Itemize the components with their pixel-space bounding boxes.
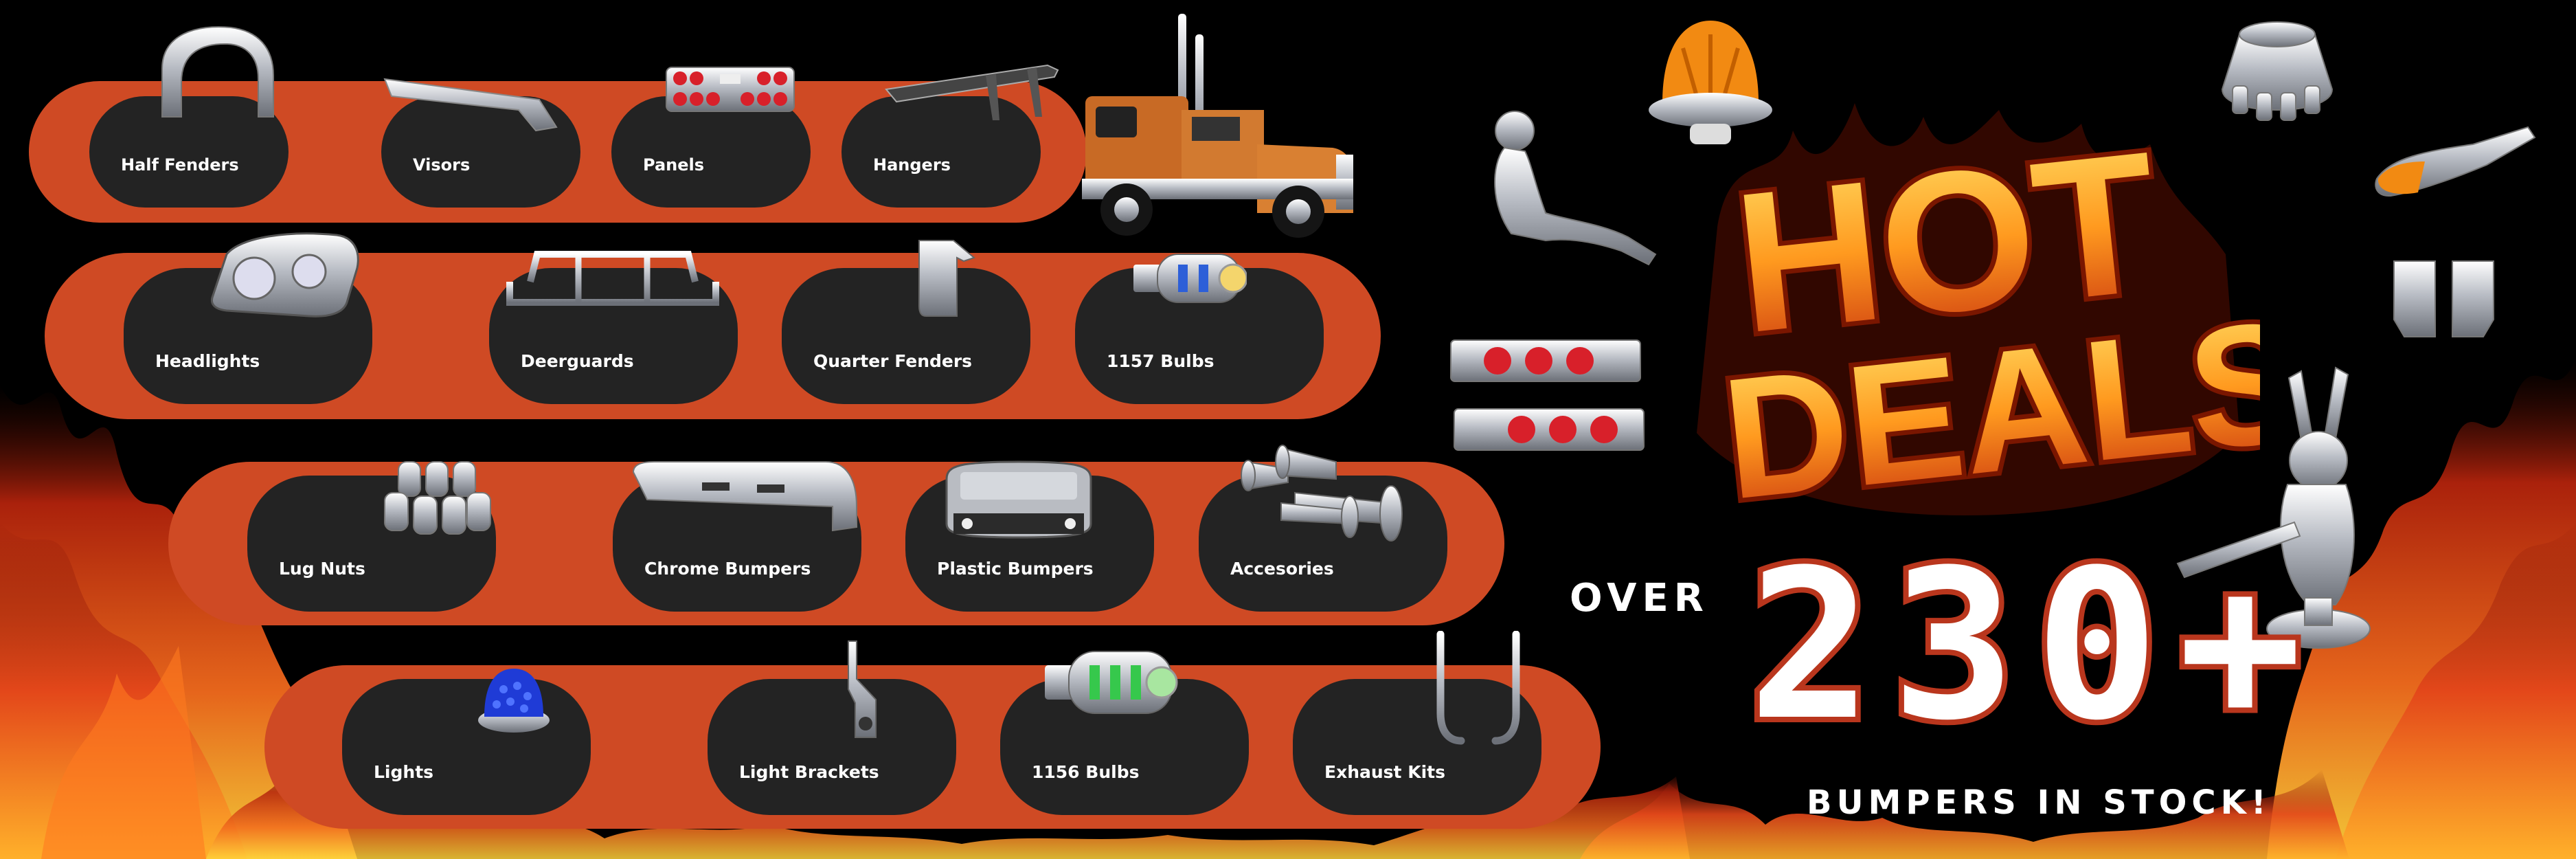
category-1157-bulbs[interactable]: 1157 Bulbs (1075, 254, 1324, 404)
half-fender-icon (161, 26, 274, 118)
light-bracket-icon (848, 640, 877, 738)
amber-cab-light-icon (1649, 21, 1772, 144)
visor-icon (383, 78, 558, 132)
hub-cover-icon (2221, 21, 2334, 121)
plastic-bumper-icon (945, 460, 1092, 539)
category-lights[interactable]: Lights (342, 669, 591, 815)
bulb-icon (1133, 254, 1247, 303)
light-panel-icon (666, 67, 795, 112)
mud-flap-weight-icon (2393, 260, 2494, 337)
category-deerguards[interactable]: Deerguards (489, 251, 738, 404)
category-label: Visors (413, 155, 471, 175)
category-label: Lights (374, 762, 434, 782)
stock-count: 230+ (1743, 526, 2322, 766)
category-label: 1157 Bulbs (1107, 351, 1214, 371)
mudflap-girl-ornament-icon (1494, 111, 1657, 266)
category-label: Chrome Bumpers (644, 559, 811, 579)
over-label: OVER (1570, 576, 1709, 621)
blue-light-icon (478, 669, 550, 733)
category-panels[interactable]: Panels (611, 67, 811, 208)
category-label: Accesories (1230, 559, 1334, 579)
category-label: Headlights (155, 351, 260, 371)
category-label: Lug Nuts (279, 559, 365, 579)
hot-text: HOT (1726, 110, 2168, 375)
headlight-icon (210, 232, 359, 317)
category-half-fenders[interactable]: Half Fenders (89, 26, 289, 208)
deerguard-icon (506, 251, 719, 306)
category-label: Exhaust Kits (1324, 762, 1445, 782)
deals-text: DEALS (1715, 284, 2260, 515)
exhaust-pipe-icon (1436, 631, 1520, 745)
category-label: Plastic Bumpers (937, 559, 1094, 579)
category-1156-bulbs[interactable]: 1156 Bulbs (1000, 651, 1249, 815)
category-label: Half Fenders (121, 155, 239, 175)
category-label: Deerguards (521, 351, 634, 371)
category-exhaust-kits[interactable]: Exhaust Kits (1293, 631, 1541, 815)
category-headlights[interactable]: Headlights (124, 232, 372, 404)
hanger-icon (885, 64, 1059, 120)
rabbit-hood-ornament-icon (2176, 366, 2371, 649)
category-light-brackets[interactable]: Light Brackets (708, 640, 956, 815)
category-chrome-bumpers[interactable]: Chrome Bumpers (613, 461, 861, 612)
category-label: Quarter Fenders (813, 351, 973, 371)
semi-truck-icon (1082, 14, 1353, 238)
lug-nut-icon (384, 461, 491, 535)
light-bar-icon (1450, 339, 1641, 382)
category-quarter-fenders[interactable]: Quarter Fenders (782, 240, 1030, 404)
bulb-icon (1045, 651, 1178, 714)
category-plastic-bumpers[interactable]: Plastic Bumpers (905, 460, 1154, 612)
torpedo-light-icon (2375, 126, 2536, 197)
bumpers-in-stock-label: BUMPERS IN STOCK! (1807, 783, 2271, 822)
category-label: Light Brackets (739, 762, 879, 782)
category-label: Hangers (873, 155, 951, 175)
light-bar-icon (1454, 408, 1645, 451)
category-accesories[interactable]: Accesories (1199, 445, 1447, 612)
quarter-fender-icon (918, 240, 976, 317)
category-hangers[interactable]: Hangers (841, 64, 1059, 208)
category-label: 1156 Bulbs (1032, 762, 1140, 782)
category-label: Panels (643, 155, 705, 175)
air-horn-icon (1241, 445, 1403, 542)
category-lug-nuts[interactable]: Lug Nuts (247, 461, 496, 612)
chrome-bumper-icon (632, 461, 857, 532)
category-visors[interactable]: Visors (381, 78, 580, 208)
hot-deals-title: HOT DEALS (1697, 103, 2260, 515)
